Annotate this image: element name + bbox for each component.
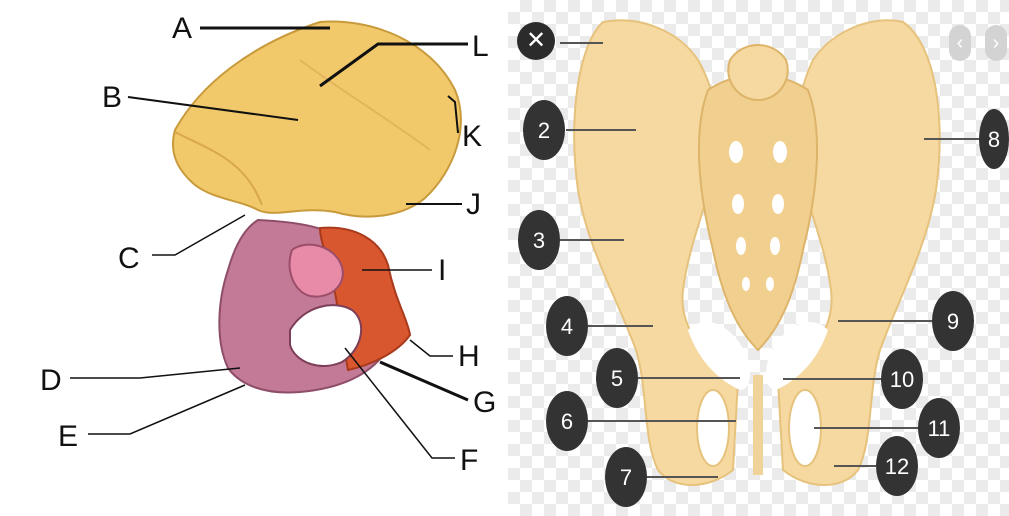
marker-12-text: 12 xyxy=(885,454,909,479)
marker-9-text: 9 xyxy=(947,309,959,334)
label-k: K xyxy=(462,120,482,153)
label-l: L xyxy=(472,30,489,63)
close-button[interactable]: ✕ xyxy=(517,22,555,60)
marker-6-text: 6 xyxy=(561,409,573,434)
label-j: J xyxy=(466,188,481,221)
pubic-symphysis xyxy=(753,375,763,475)
close-icon: ✕ xyxy=(526,27,546,54)
label-d: D xyxy=(40,364,62,397)
label-a: A xyxy=(172,12,192,45)
marker-8-text: 8 xyxy=(988,127,1000,152)
chevron-right-icon: › xyxy=(993,32,1000,54)
label-g: G xyxy=(473,386,496,419)
next-button[interactable]: › xyxy=(985,25,1007,61)
label-h: H xyxy=(458,340,480,373)
marker-11-text: 11 xyxy=(928,416,951,441)
marker-7-text: 7 xyxy=(620,465,632,490)
hip-bone-lateral-diagram: A B C D E F G H I J K L xyxy=(0,0,508,516)
pelvis-svg: 2 3 4 5 6 7 8 9 10 11 12 xyxy=(508,0,1009,516)
marker-5-text: 5 xyxy=(611,366,623,391)
prev-button[interactable]: ‹ xyxy=(949,25,971,61)
marker-2-text: 2 xyxy=(538,118,550,143)
label-i: I xyxy=(438,254,446,287)
marker-10-text: 10 xyxy=(890,367,914,392)
left-obturator-foramen xyxy=(697,390,729,466)
chevron-left-icon: ‹ xyxy=(957,32,964,54)
label-f: F xyxy=(460,444,478,477)
marker-4-text: 4 xyxy=(561,314,573,339)
ilium-shape xyxy=(173,22,461,217)
label-e: E xyxy=(58,420,78,453)
label-b: B xyxy=(102,81,122,114)
sacrum-shape xyxy=(699,75,817,350)
label-c: C xyxy=(118,242,140,275)
pelvis-anterior-diagram: 2 3 4 5 6 7 8 9 10 11 12 ✕ ‹ › xyxy=(508,0,1009,516)
marker-3-text: 3 xyxy=(533,228,545,253)
hip-bone-svg: A B C D E F G H I J K L xyxy=(0,0,508,516)
